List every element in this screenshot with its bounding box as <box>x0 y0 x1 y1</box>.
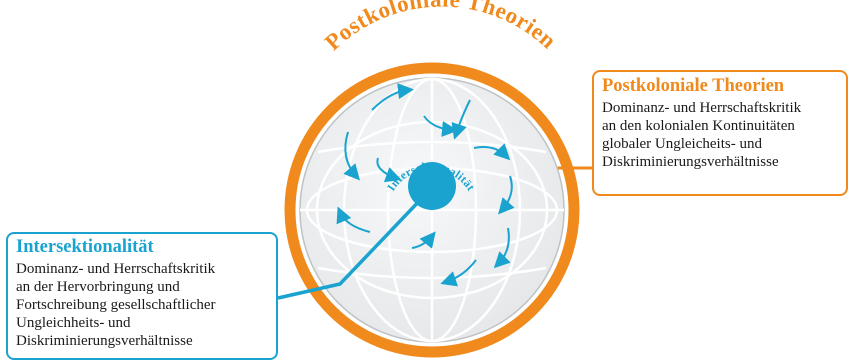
swirl-arrow <box>493 227 511 269</box>
swirl-arrow <box>473 143 511 161</box>
swirl-arrow <box>423 115 458 137</box>
orange-ring <box>284 62 580 358</box>
intersektional-box-line: Dominanz- und Herrschaftskritik <box>16 261 216 277</box>
swirl-arrow <box>336 206 371 233</box>
postkolonial-box-line: globaler Ungleicheits- und <box>602 136 762 152</box>
swirl-arrow <box>411 231 436 249</box>
swirl-arrow <box>371 83 414 111</box>
intersektional-box-line: Diskriminierungsverhältnisse <box>16 333 193 349</box>
center-circle <box>408 162 456 210</box>
postkolonial-box-line: an den kolonialen Kontinuitäten <box>602 118 795 134</box>
postkolonial-box-line: Diskriminierungsverhältnisse <box>602 154 779 170</box>
swirl-arrow <box>498 175 515 215</box>
postkolonial-info-box: Postkoloniale Theorien Dominanz- und Her… <box>592 70 848 196</box>
postkolonial-box-line: Dominanz- und Herrschaftskritik <box>602 100 802 116</box>
intersektional-box-line: Ungleichheits- und <box>16 315 131 331</box>
swirl-arrow <box>376 157 402 183</box>
arc-label: Postkoloniale Theorien <box>320 0 561 55</box>
connector-intersektional <box>277 194 426 300</box>
swirl-arrow <box>440 259 477 287</box>
intersektionalitaet-info-box: Intersektionalität Dominanz- und Herrsch… <box>6 232 278 360</box>
swirl-arrows <box>336 83 515 287</box>
intersektional-box-title: Intersektionalität <box>16 237 154 257</box>
intersektional-box-line: an der Hervorbringung und <box>16 279 180 295</box>
intersektional-box-line: Fortschreibung gesellschaftlicher <box>16 297 216 313</box>
swirl-arrow <box>343 131 360 181</box>
postkolonial-box-title: Postkoloniale Theorien <box>602 76 785 96</box>
